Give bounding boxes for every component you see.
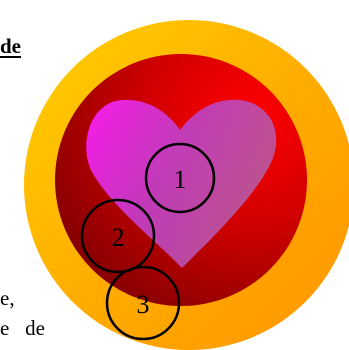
marker-1-label: 1 [174, 165, 187, 194]
body-text-line-2: e de [0, 316, 45, 340]
marker-1: 1 [144, 142, 216, 214]
heart-shape [86, 99, 277, 268]
marker-3-label: 3 [137, 290, 150, 319]
marker-2-label: 2 [112, 223, 125, 252]
marker-3: 3 [105, 265, 181, 341]
body-text-line-1: e, [0, 286, 15, 310]
heading-fragment: de [0, 34, 21, 58]
marker-2: 2 [80, 198, 156, 274]
